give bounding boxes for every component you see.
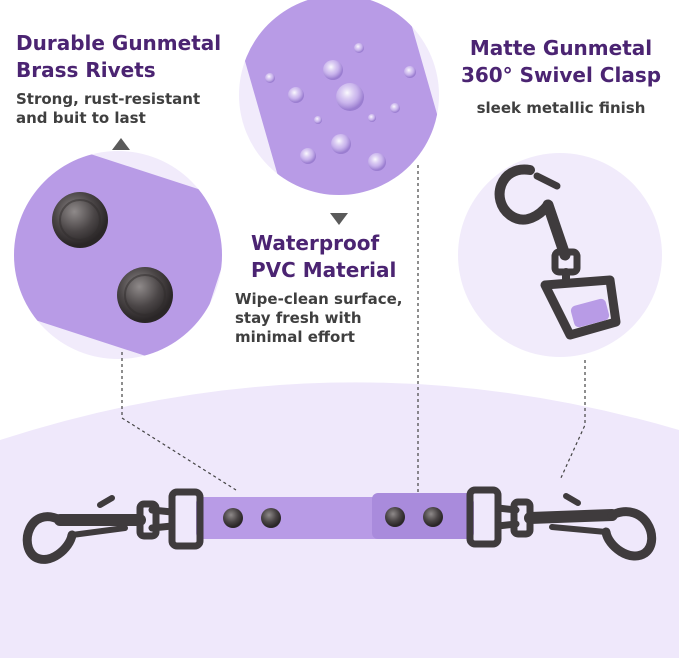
swivel-clasp-closeup — [458, 153, 662, 357]
feature-clasp: Matte Gunmetal 360° Swivel Clasp sleek m… — [456, 35, 666, 118]
feature-rivets-desc: Strong, rust-resistant and buit to last — [16, 90, 201, 127]
feature-rivets-title: Durable Gunmetal Brass Rivets — [16, 31, 222, 82]
feature-pvc-desc: Wipe-clean surface, stay fresh with mini… — [235, 290, 403, 346]
feature-pvc-title: Waterproof PVC Material — [251, 231, 397, 282]
rivets-closeup — [14, 151, 222, 359]
feature-pvc: Waterproof PVC Material Wipe-clean surfa… — [235, 230, 402, 347]
pvc-pointer-arrow — [330, 213, 348, 225]
rivets-pointer-arrow — [112, 138, 130, 150]
feature-clasp-desc: sleek metallic finish — [476, 99, 646, 117]
feature-rivets: Durable Gunmetal Brass Rivets Strong, ru… — [16, 30, 221, 128]
feature-clasp-title: Matte Gunmetal 360° Swivel Clasp — [460, 36, 662, 87]
water-drops-closeup — [239, 0, 439, 195]
bottom-leash-product — [22, 486, 657, 564]
